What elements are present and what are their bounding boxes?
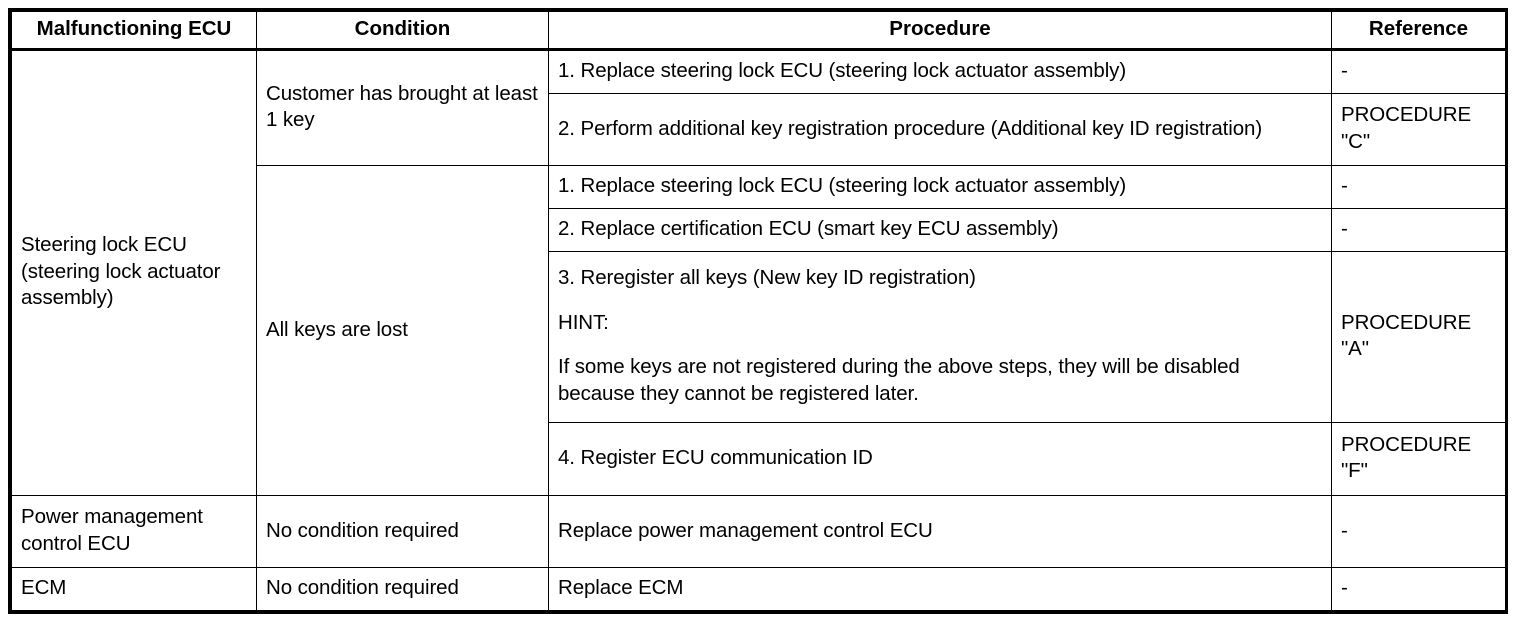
cell-malfunctioning-ecu-steering-lock: Steering lock ECU (steering lock actuato… — [11, 48, 257, 496]
cell-procedure-replace-certification-ecu: 2. Replace certification ECU (smart key … — [548, 207, 1332, 252]
column-header-condition: Condition — [256, 11, 549, 51]
hint-body-text: If some keys are not registered during t… — [558, 355, 1240, 406]
cell-reference-procedure-c: PROCEDURE "C" — [1331, 92, 1506, 167]
cell-reference-procedure-f: PROCEDURE "F" — [1331, 422, 1506, 496]
table-row: All keys are lost 1. Replace steering lo… — [12, 165, 1506, 496]
ecu-replacement-table: Malfunctioning ECU Condition Procedure R… — [11, 11, 1506, 611]
cell-procedure-register-ecu-communication-id: 4. Register ECU communication ID — [548, 422, 1332, 496]
table-row: Steering lock ECU (steering lock actuato… — [11, 48, 1506, 496]
cell-reference-dash-4: - — [1331, 494, 1506, 569]
cell-malfunctioning-ecu-power-management: Power management control ECU — [11, 494, 257, 569]
cell-reference-procedure-a: PROCEDURE "A" — [1331, 250, 1506, 424]
cell-malfunctioning-ecu-ecm: ECM — [11, 567, 257, 611]
cell-procedure-replace-power-management-control-ecu: Replace power management control ECU — [548, 494, 1332, 569]
cell-procedure-replace-steering-lock-ecu-2: 1. Replace steering lock ECU (steering l… — [548, 165, 1332, 209]
cell-condition-customer-brought-key: Customer has brought at least 1 key — [256, 48, 549, 167]
procedure-step-3-text: 3. Reregister all keys (New key ID regis… — [558, 266, 976, 290]
cell-reference-dash-1: - — [1331, 48, 1506, 94]
table-row: ECM No condition required Replace ECM - — [11, 567, 1506, 611]
table-row: 4. Register ECU communication ID PROCEDU… — [12, 422, 1506, 496]
cell-reference-dash-5: - — [1331, 567, 1506, 611]
cell-condition-no-condition-required-2: No condition required — [256, 567, 549, 611]
cell-procedure-additional-key-registration: 2. Perform additional key registration p… — [548, 92, 1332, 167]
column-header-reference: Reference — [1331, 11, 1506, 51]
cell-procedure-replace-steering-lock-ecu-1: 1. Replace steering lock ECU (steering l… — [548, 48, 1332, 94]
table-row: 2. Replace certification ECU (smart key … — [12, 207, 1506, 252]
cell-reference-dash-2: - — [1331, 165, 1506, 209]
table-header-row: Malfunctioning ECU Condition Procedure R… — [11, 11, 1506, 51]
cell-procedure-replace-ecm: Replace ECM — [548, 567, 1332, 611]
hint-label: HINT: — [558, 310, 609, 334]
table-row: Power management control ECU No conditio… — [11, 494, 1506, 569]
cell-reference-dash-3: - — [1331, 207, 1506, 252]
column-header-procedure: Procedure — [548, 11, 1332, 51]
table-row: 3. Reregister all keys (New key ID regis… — [12, 250, 1506, 424]
ecu-replacement-table-container: Malfunctioning ECU Condition Procedure R… — [8, 8, 1508, 614]
table-row: 2. Perform additional key registration p… — [12, 92, 1506, 167]
cell-condition-all-keys-lost: All keys are lost — [256, 165, 549, 496]
column-header-malfunctioning-ecu: Malfunctioning ECU — [11, 11, 257, 51]
cell-condition-no-condition-required-1: No condition required — [256, 494, 549, 569]
cell-procedure-reregister-all-keys: 3. Reregister all keys (New key ID regis… — [548, 250, 1332, 424]
